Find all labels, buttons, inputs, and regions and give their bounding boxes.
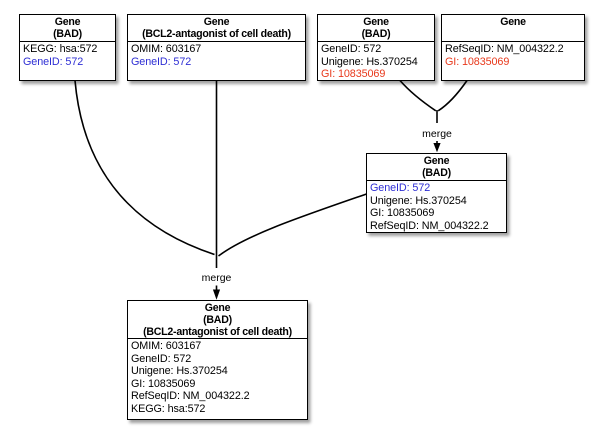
field-black: Unigene: Hs.370254 bbox=[131, 365, 228, 377]
header-line: Gene bbox=[204, 302, 231, 314]
node-header: Gene bbox=[442, 15, 584, 42]
edge-unigene-to-merge bbox=[399, 79, 437, 112]
merge-bottom-arrowhead bbox=[212, 289, 221, 300]
header-line: Gene bbox=[54, 16, 81, 28]
header-line: (BAD) bbox=[203, 314, 232, 326]
merge-right-label: merge bbox=[422, 128, 452, 140]
node-header: Gene(BAD) bbox=[20, 15, 115, 42]
node-header: Gene(BAD)(BCL2-antagonist of cell death) bbox=[128, 301, 307, 339]
node-gene-bcl2-antagonist: Gene(BCL2-antagonist of cell death) OMIM… bbox=[127, 14, 306, 81]
header-line: Gene bbox=[203, 16, 230, 28]
edge-refseq-to-merge bbox=[437, 80, 468, 112]
field-black: OMIM: 603167 bbox=[131, 340, 202, 352]
field-black: GeneID: 572 bbox=[321, 43, 382, 55]
field-black: OMIM: 603167 bbox=[131, 43, 202, 55]
edge-kegg-to-merge bbox=[74, 80, 215, 256]
header-line: (BCL2-antagonist of cell death) bbox=[142, 28, 291, 40]
node-gene-merged-all: Gene(BAD)(BCL2-antagonist of cell death)… bbox=[127, 300, 308, 420]
node-header: Gene(BCL2-antagonist of cell death) bbox=[128, 15, 305, 42]
field-blue: GeneID: 572 bbox=[131, 55, 192, 68]
field-blue: GeneID: 572 bbox=[23, 55, 84, 68]
field-black: KEGG: hsa:572 bbox=[131, 402, 206, 415]
merge-right-arrowhead bbox=[433, 143, 441, 153]
header-line: Gene bbox=[500, 16, 526, 28]
node-header: Gene(BAD) bbox=[318, 15, 434, 42]
header-line: (BAD) bbox=[422, 167, 451, 179]
field-red: GI: 10835069 bbox=[445, 55, 510, 68]
merge-bottom-label: merge bbox=[202, 272, 232, 284]
header-line: Gene bbox=[363, 16, 389, 28]
field-black: GI: 10835069 bbox=[131, 377, 196, 390]
field-blue: GeneID: 572 bbox=[370, 182, 431, 194]
field-black: KEGG: hsa:572 bbox=[23, 43, 98, 55]
field-black: RefSeqID: NM_004322.2 bbox=[445, 43, 564, 55]
header-line: (BCL2-antagonist of cell death) bbox=[143, 326, 292, 338]
node-header: Gene(BAD) bbox=[367, 154, 506, 181]
field-black: Unigene: Hs.370254 bbox=[370, 194, 467, 207]
header-line: (BAD) bbox=[53, 28, 82, 40]
header-line: Gene bbox=[423, 155, 450, 167]
field-red: GI: 10835069 bbox=[321, 68, 386, 80]
field-black: Unigene: Hs.370254 bbox=[321, 55, 418, 68]
header-line: (BAD) bbox=[361, 28, 391, 40]
edge-mergedright-to-merge bbox=[218, 193, 367, 257]
field-black: GeneID: 572 bbox=[131, 352, 192, 365]
field-black: GI: 10835069 bbox=[370, 207, 435, 219]
field-black: RefSeqID: NM_004322.2 bbox=[131, 390, 250, 402]
field-black: RefSeqID: NM_004322.2 bbox=[370, 219, 489, 232]
